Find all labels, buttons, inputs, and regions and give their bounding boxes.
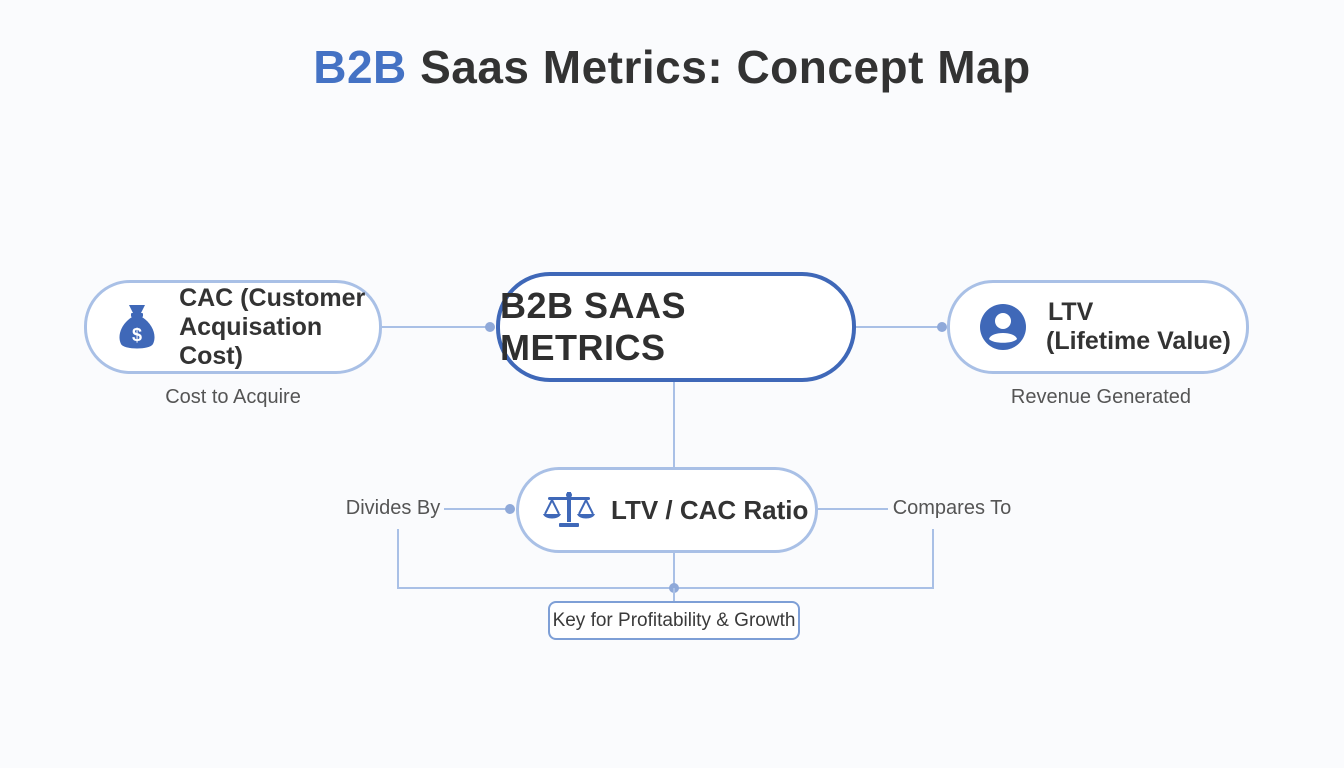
svg-text:$: $ (132, 325, 142, 345)
ratio-label: LTV / CAC Ratio (611, 494, 809, 525)
connector-dot-cac (485, 322, 495, 332)
ltv-node[interactable]: LTV (Lifetime Value) (947, 280, 1249, 374)
cac-node[interactable]: $ CAC (Customer Acquisation Cost) (84, 280, 382, 374)
cac-label-line2: Acquisation Cost) (179, 312, 323, 370)
key-profitability-box[interactable]: Key for Profitability & Growth (548, 601, 800, 640)
ltv-label-line1: LTV (1048, 298, 1094, 326)
center-label: B2B SAAS METRICS (500, 285, 687, 368)
ltv-label-line2: (Lifetime Value) (1046, 327, 1231, 355)
connector-dot-ltv (937, 322, 947, 332)
cac-caption: Cost to Acquire (165, 386, 301, 408)
cac-label-line1: CAC (Customer (179, 283, 366, 312)
key-profitability-label: Key for Profitability & Growth (552, 609, 796, 631)
title-rest: Saas Metrics: Concept Map (420, 41, 1031, 93)
divides-by-label: Divides By (345, 497, 441, 519)
center-node[interactable]: B2B SAAS METRICS (496, 272, 856, 382)
title-accent: B2B (313, 41, 407, 93)
balance-scale-icon (541, 490, 597, 530)
money-bag-icon: $ (109, 302, 165, 352)
ltv-caption: Revenue Generated (1010, 386, 1192, 408)
ratio-node[interactable]: LTV / CAC Ratio (516, 467, 818, 553)
user-icon (976, 303, 1030, 351)
page-title: B2B Saas Metrics: Concept Map (0, 40, 1344, 94)
connector-dot-divides (505, 504, 515, 514)
compares-to-label: Compares To (892, 497, 1012, 519)
connector-bracket (397, 529, 934, 589)
